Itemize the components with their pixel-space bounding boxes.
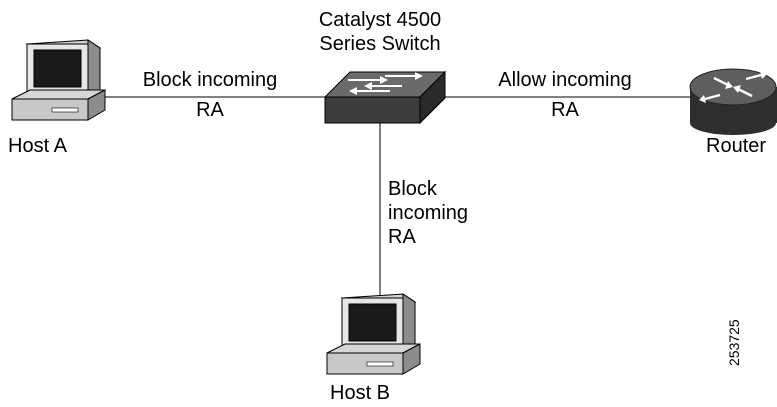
- host-b-label: Host B: [330, 382, 391, 404]
- host-b-link-label: Block incoming RA: [388, 177, 508, 249]
- host-a-icon: [11, 39, 106, 121]
- host-b-link-label-line2: incoming: [388, 202, 469, 224]
- router-label: Router: [706, 135, 767, 157]
- router-link-label-line1: Allow incoming: [498, 69, 632, 91]
- host-a-label: Host A: [8, 135, 67, 157]
- host-b-link-label-line1: Block: [388, 178, 437, 200]
- host-a-link-label-line2: RA: [196, 99, 224, 121]
- switch-label-line1: Catalyst 4500: [318, 9, 442, 31]
- router-link-label-line2: RA: [551, 99, 579, 121]
- switch-label: Catalyst 4500 Series Switch: [300, 8, 460, 56]
- router-icon: [689, 68, 777, 135]
- switch-icon: [323, 70, 447, 125]
- switch-label-line2: Series Switch: [319, 33, 441, 55]
- host-b-link-label-line3: RA: [388, 226, 416, 248]
- host-a-link-label-line1: Block incoming: [142, 69, 278, 91]
- host-b-icon: [326, 293, 421, 375]
- router-link-label: Allow incoming RA: [470, 68, 660, 122]
- host-a-link-label: Block incoming RA: [120, 68, 300, 122]
- figure-id: 253725: [726, 319, 742, 366]
